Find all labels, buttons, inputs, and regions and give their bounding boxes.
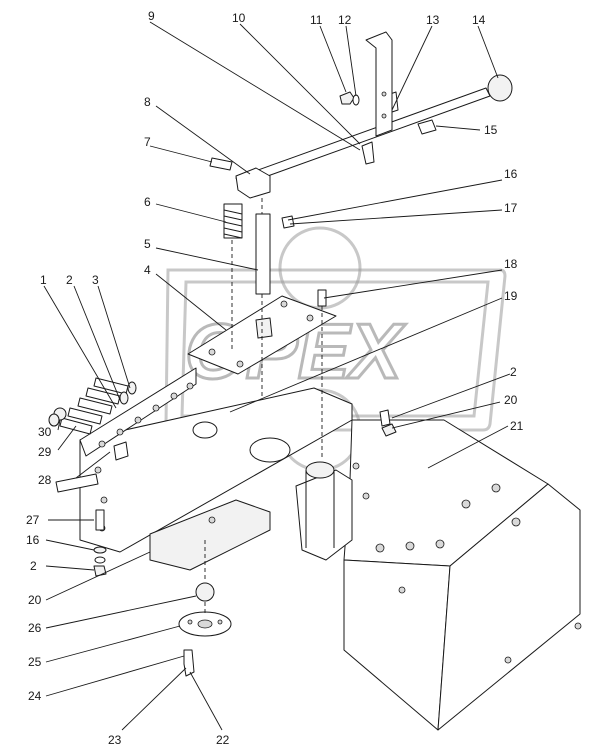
callout-21: 21 — [510, 419, 524, 433]
bracket-side — [343, 559, 451, 731]
callout-14: 14 — [472, 13, 486, 27]
callout-23: 23 — [108, 733, 122, 747]
callout-15: 15 — [484, 123, 498, 137]
bolt — [209, 157, 233, 171]
callout-30: 30 — [38, 425, 52, 439]
cotter-pin — [361, 141, 375, 165]
callout-11: 11 — [310, 13, 323, 27]
callout-16-left: 16 — [26, 533, 40, 547]
callout-2-right: 2 — [510, 365, 517, 379]
callout-labels: 9 10 11 12 13 14 15 8 7 6 16 17 5 4 18 1… — [26, 9, 524, 747]
callout-18: 18 — [504, 257, 518, 271]
callout-1: 1 — [40, 273, 47, 287]
washer — [352, 94, 360, 106]
bolt — [379, 409, 391, 427]
nut — [93, 565, 107, 577]
bolt — [317, 289, 327, 307]
washer — [94, 556, 106, 564]
callout-17: 17 — [504, 201, 518, 215]
callout-3: 3 — [92, 273, 99, 287]
callout-2-left: 2 — [30, 559, 37, 573]
callout-13: 13 — [426, 13, 440, 27]
callout-16: 16 — [504, 167, 518, 181]
spring — [223, 203, 243, 239]
parts — [48, 31, 582, 731]
callout-9: 9 — [148, 9, 155, 23]
pin — [183, 649, 195, 677]
callout-2-top: 2 — [66, 273, 73, 287]
lever-knob — [487, 74, 513, 102]
base-opening — [249, 437, 291, 463]
callout-8: 8 — [144, 95, 151, 109]
bolt — [55, 473, 99, 493]
nut — [381, 423, 397, 437]
leader-lines — [43, 21, 511, 731]
bolt — [417, 119, 437, 135]
callout-20-right: 20 — [504, 393, 518, 407]
bolt — [113, 441, 129, 461]
lower-block — [149, 499, 271, 571]
callout-6: 6 — [144, 195, 151, 209]
side-flange — [79, 367, 197, 457]
callout-7: 7 — [144, 135, 151, 149]
washer — [93, 546, 107, 554]
callout-4: 4 — [144, 263, 151, 277]
pivot-boss — [305, 461, 335, 479]
callout-27: 27 — [26, 513, 40, 527]
ball — [195, 582, 215, 602]
callout-26: 26 — [28, 621, 42, 635]
lever-handle — [235, 87, 491, 187]
callout-25: 25 — [28, 655, 42, 669]
base-opening — [192, 421, 218, 439]
callout-22: 22 — [216, 733, 230, 747]
callout-20-left: 20 — [28, 593, 42, 607]
callout-10: 10 — [232, 11, 246, 25]
bushing — [255, 317, 273, 339]
nut — [339, 91, 355, 105]
callout-29: 29 — [38, 445, 52, 459]
lever-bracket — [365, 31, 393, 137]
callout-28: 28 — [38, 473, 52, 487]
callout-5: 5 — [144, 237, 151, 251]
bolt-set — [48, 377, 137, 435]
callout-24: 24 — [28, 689, 42, 703]
bracket-front — [437, 483, 581, 731]
clevis — [235, 167, 271, 199]
bolt — [95, 509, 105, 531]
callout-19: 19 — [504, 289, 518, 303]
control-rod — [255, 213, 271, 295]
pivot-housing — [295, 469, 353, 561]
callout-12: 12 — [338, 13, 352, 27]
clip — [281, 215, 295, 229]
